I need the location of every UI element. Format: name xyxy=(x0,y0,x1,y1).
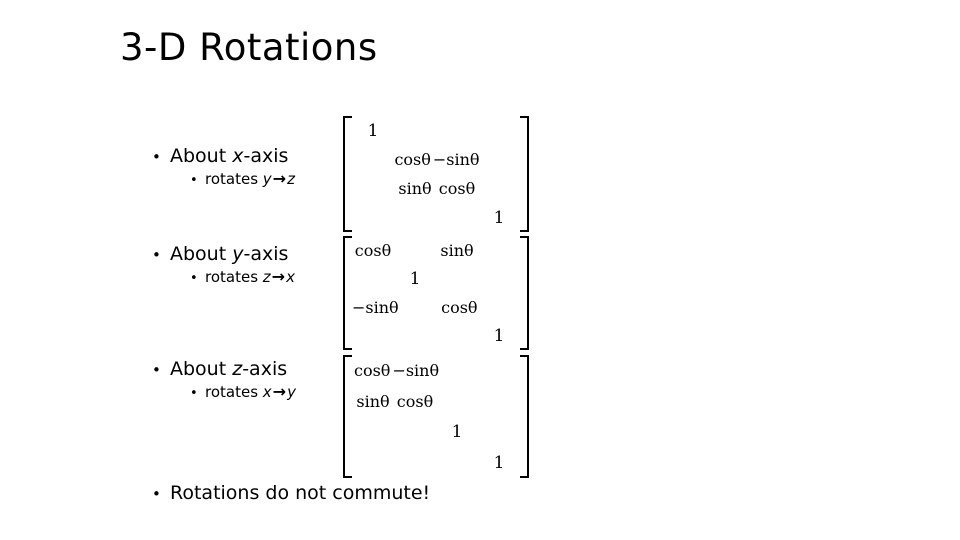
bullet-about-z-axis: • About z-axis xyxy=(152,357,352,382)
subbullet-from-var: x xyxy=(262,383,272,401)
matrix-cell: 1 xyxy=(367,120,379,141)
matrix-cell: sinθ xyxy=(440,240,474,260)
matrix-row: −sinθ cosθ xyxy=(352,293,520,322)
bullet-rotations-do-not-commute: • Rotations do not commute! xyxy=(152,481,430,506)
matrix-bracket-right xyxy=(520,236,529,350)
matrix-cell: −sinθ xyxy=(432,150,480,169)
matrix-cell: cosθ xyxy=(438,179,476,198)
bullet-axis-var: z xyxy=(232,358,243,380)
bullet-block-y-axis: • About y-axis • rotates z→x xyxy=(152,242,352,289)
bullet-block-z-axis: • About z-axis • rotates x→y xyxy=(152,357,352,404)
right-arrow-icon: → xyxy=(272,169,287,188)
bullet-text-prefix: About xyxy=(170,358,233,380)
matrix-cell: cosθ xyxy=(441,297,478,317)
subbullet-rotates-z: • rotates x→y xyxy=(152,382,352,404)
bullet-axis-var: x xyxy=(232,145,244,167)
rotation-matrix-z: cosθ −sinθ sinθ cosθ 1 1 xyxy=(343,355,529,478)
subbullet-to-var: x xyxy=(286,268,295,286)
page-title: 3-D Rotations xyxy=(120,26,378,69)
subbullet-text-prefix: rotates xyxy=(205,170,263,188)
subbullet-dot-icon: • xyxy=(190,386,198,401)
matrix-row: cosθ sinθ xyxy=(352,236,520,265)
matrix-bracket-left xyxy=(343,116,352,232)
matrix-cell: cosθ xyxy=(354,360,391,380)
bullet-axis-var: y xyxy=(232,243,244,265)
subbullet-from-var: z xyxy=(262,268,271,286)
bullet-about-y-axis: • About y-axis xyxy=(152,242,352,267)
final-note-text: Rotations do not commute! xyxy=(170,482,431,504)
matrix-cell: cosθ xyxy=(394,150,431,169)
subbullet-to-var: y xyxy=(287,383,296,401)
matrix-row: sinθ cosθ xyxy=(352,386,520,417)
matrix-row: cosθ −sinθ xyxy=(352,145,520,174)
bullet-text-prefix: About xyxy=(170,243,233,265)
matrix-cell: sinθ xyxy=(356,391,390,411)
bullet-dot-icon: • xyxy=(152,148,161,166)
bullet-text-suffix: -axis xyxy=(242,358,288,380)
bullet-about-x-axis: • About x-axis xyxy=(152,144,352,169)
matrix-row: cosθ −sinθ xyxy=(352,355,520,386)
bullet-text-prefix: About xyxy=(170,145,233,167)
subbullet-to-var: z xyxy=(287,170,295,188)
matrix-cell: 1 xyxy=(409,268,421,289)
matrix-bracket-left xyxy=(343,236,352,350)
matrix-row: sinθ cosθ xyxy=(352,174,520,203)
matrix-cell: cosθ xyxy=(396,391,434,411)
bullet-text-suffix: -axis xyxy=(243,145,289,167)
matrix-cell: −sinθ xyxy=(352,297,399,317)
subbullet-text-prefix: rotates xyxy=(205,268,263,286)
bullet-dot-icon: • xyxy=(152,246,161,264)
matrix-bracket-right xyxy=(520,116,529,232)
rotation-matrix-y: cosθ sinθ 1 −sinθ cosθ 1 xyxy=(343,236,529,350)
matrix-bracket-left xyxy=(343,355,352,478)
bullet-block-x-axis: • About x-axis • rotates y→z xyxy=(152,144,352,191)
matrix-cell: 1 xyxy=(493,325,505,346)
subbullet-rotates-y: • rotates z→x xyxy=(152,267,352,289)
subbullet-rotates-x: • rotates y→z xyxy=(152,169,352,191)
matrix-cell: 1 xyxy=(493,452,505,473)
matrix-cell: 1 xyxy=(493,207,505,228)
rotation-matrix-x: 1 cosθ −sinθ sinθ cosθ 1 xyxy=(343,116,529,232)
right-arrow-icon: → xyxy=(272,382,287,401)
matrix-row: 1 xyxy=(352,417,520,448)
right-arrow-icon: → xyxy=(271,267,286,286)
matrix-cell: sinθ xyxy=(398,179,432,198)
matrix-row: 1 xyxy=(352,203,520,232)
matrix-row: 1 xyxy=(352,265,520,294)
bullet-text-suffix: -axis xyxy=(243,243,289,265)
matrix-cell: −sinθ xyxy=(392,360,440,380)
matrix-bracket-right xyxy=(520,355,529,478)
bullet-dot-icon: • xyxy=(152,361,161,379)
matrix-cell: 1 xyxy=(451,421,463,442)
matrix-row: 1 xyxy=(352,322,520,351)
matrix-row: 1 xyxy=(352,116,520,145)
matrix-row: 1 xyxy=(352,447,520,478)
bullet-dot-icon: • xyxy=(152,485,161,503)
subbullet-text-prefix: rotates xyxy=(205,383,263,401)
matrix-cell: cosθ xyxy=(354,240,392,260)
subbullet-dot-icon: • xyxy=(190,271,198,286)
subbullet-dot-icon: • xyxy=(190,173,198,188)
subbullet-from-var: y xyxy=(262,170,272,188)
